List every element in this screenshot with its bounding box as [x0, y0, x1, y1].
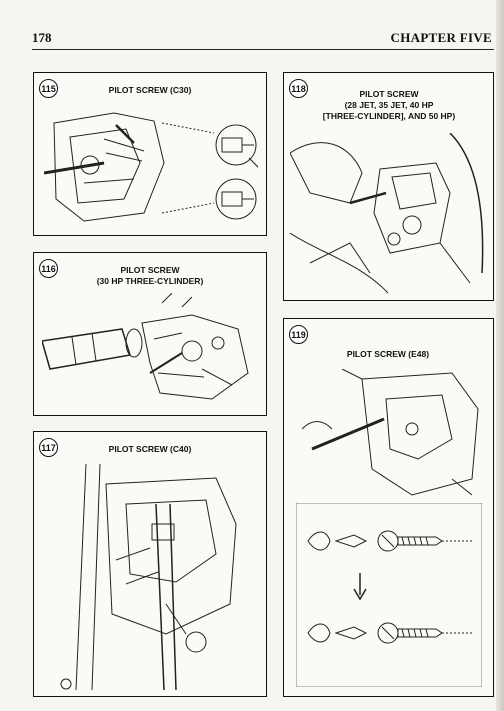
- caption-line: PILOT SCREW: [120, 265, 180, 275]
- figure-number-badge: 119: [289, 325, 308, 344]
- page-edge: [496, 0, 504, 711]
- header-rule: [32, 49, 494, 50]
- screw-detail-illustration: [296, 503, 482, 687]
- engine-illustration: [44, 103, 258, 229]
- caption-line: PILOT SCREW: [359, 89, 419, 99]
- figure-caption: PILOT SCREW (E48): [338, 349, 438, 360]
- figure-115: 115 PILOT SCREW (C30): [33, 72, 267, 236]
- figure-number-badge: 115: [39, 79, 58, 98]
- caption-line: [THREE-CYLINDER], AND 50 HP): [322, 111, 456, 121]
- engine-illustration: [46, 464, 256, 690]
- figure-number-badge: 117: [39, 438, 58, 457]
- figure-number-badge: 118: [289, 79, 308, 98]
- caption-line: (30 HP THREE-CYLINDER): [96, 276, 204, 286]
- engine-illustration: [302, 369, 482, 499]
- figure-116: 116 PILOT SCREW (30 HP THREE-CYLINDER): [33, 252, 267, 416]
- chapter-title: CHAPTER FIVE: [390, 30, 492, 45]
- caption-line: PILOT SCREW (E48): [346, 349, 430, 359]
- figure-117: 117 PILOT SCREW (C40): [33, 431, 267, 697]
- figure-number-badge: 116: [39, 259, 58, 278]
- figure-caption: PILOT SCREW (C40): [100, 444, 200, 455]
- caption-line: PILOT SCREW (C40): [108, 444, 192, 454]
- figure-119: 119 PILOT SCREW (E48): [283, 318, 494, 697]
- caption-line: (28 JET, 35 JET, 40 HP: [344, 100, 434, 110]
- engine-illustration: [42, 293, 258, 409]
- caption-line: PILOT SCREW (C30): [108, 85, 192, 95]
- engine-illustration: [290, 133, 488, 295]
- figure-118: 118 PILOT SCREW (28 JET, 35 JET, 40 HP […: [283, 72, 494, 301]
- figure-caption: PILOT SCREW (30 HP THREE-CYLINDER): [80, 265, 220, 287]
- page-number: 178: [32, 30, 52, 45]
- figure-caption: PILOT SCREW (28 JET, 35 JET, 40 HP [THRE…: [304, 89, 474, 122]
- figure-caption: PILOT SCREW (C30): [100, 85, 200, 96]
